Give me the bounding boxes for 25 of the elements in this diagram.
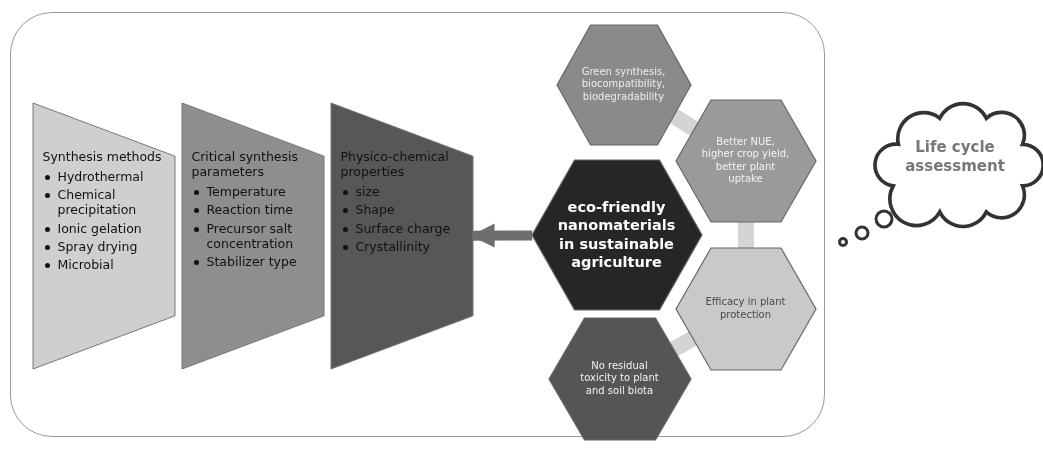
hexagon-label: Green synthesis, biocompatibility, biodegradability [580, 65, 667, 104]
bullet-item: Temperature [206, 184, 286, 200]
bullet-item: Chemical precipitation [57, 187, 138, 218]
hexagon-label: eco-friendly nanomaterials in sustainable agriculture [557, 198, 676, 271]
hexagon-label: Efficacy in plant protection [704, 296, 787, 321]
bullet-item: Crystallinity [355, 238, 430, 254]
connector-band [669, 109, 699, 136]
hexagon-label: Better NUE, higher crop yield, better plant uptake [700, 135, 791, 186]
connector-band [738, 222, 754, 248]
cloud-label: Life cycle assessment [904, 138, 1006, 176]
bullet-item: Ionic gelation [57, 220, 142, 236]
bullet-item: Spray drying [57, 238, 138, 254]
bullet-item: Microbial [57, 257, 114, 273]
panel-heading: Critical synthesis parameters [191, 148, 300, 179]
bullet-item: size [355, 184, 380, 200]
panel-heading: Physico-chemical properties [340, 148, 450, 179]
bullet-item: Shape [355, 202, 395, 218]
bullet-item: Surface charge [355, 220, 451, 236]
panel-heading: Synthesis methods [42, 148, 163, 164]
bullet-item: Precursor salt concentration [206, 220, 295, 251]
bullet-item: Reaction time [206, 202, 293, 218]
connector-band [669, 331, 697, 357]
bullet-item: Hydrothermal [57, 168, 144, 184]
bullet-item: Stabilizer type [206, 254, 297, 270]
hexagon-label: No residual toxicity to plant and soil biota [579, 359, 660, 398]
